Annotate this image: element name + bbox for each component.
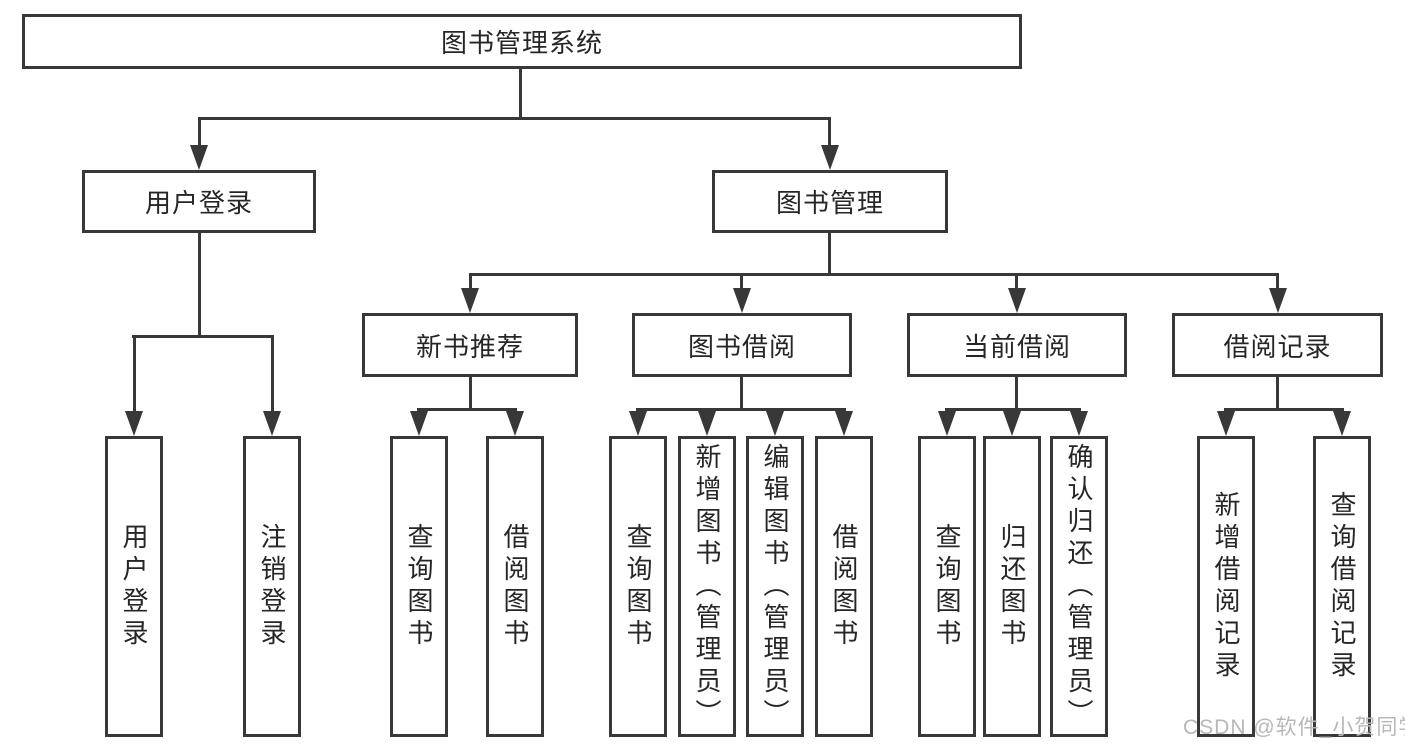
connector-line: [519, 66, 522, 117]
leaf-logout: 注销登录: [243, 436, 301, 737]
connector-line: [828, 231, 831, 273]
connector-line: [1276, 375, 1279, 408]
arrow-down-icon: [190, 145, 208, 170]
node-book-management-label: 图书管理: [775, 188, 884, 218]
leaf-logout-label: 注销登录: [257, 522, 287, 651]
arrow-down-icon: [733, 288, 751, 313]
leaf-current-return-books-label: 归还图书: [997, 522, 1027, 651]
leaf-current-confirm-return-admin-label: 确认归还（管理员）: [1064, 442, 1094, 731]
leaf-user-login: 用户登录: [105, 436, 163, 737]
leaf-user-login-label: 用户登录: [119, 522, 149, 651]
connector-line: [740, 375, 743, 408]
node-new-book-recommend-label: 新书推荐: [415, 331, 524, 362]
node-user-login-branch: 用户登录: [82, 170, 316, 233]
arrow-down-icon: [821, 145, 839, 170]
leaf-newbook-query-books: 查询图书: [390, 436, 448, 737]
leaf-borrowing-add-books-admin: 新增图书（管理员）: [678, 436, 736, 737]
node-borrow-records: 借阅记录: [1172, 313, 1383, 377]
leaf-borrowing-query-books-label: 查询图书: [623, 522, 653, 651]
leaf-borrowing-query-books: 查询图书: [609, 436, 667, 737]
connector-line: [469, 375, 472, 408]
leaf-borrowing-borrow-books: 借阅图书: [815, 436, 873, 737]
leaf-current-query-books: 查询图书: [918, 436, 976, 737]
connector-line: [198, 117, 201, 145]
arrow-down-icon: [506, 411, 524, 436]
node-borrow-records-label: 借阅记录: [1223, 331, 1332, 362]
arrow-down-icon: [461, 288, 479, 313]
leaf-records-add-record: 新增借阅记录: [1197, 436, 1255, 737]
arrow-down-icon: [835, 411, 853, 436]
leaf-borrowing-edit-books-admin: 编辑图书（管理员）: [746, 436, 804, 737]
node-root-label: 图书管理系统: [440, 28, 603, 58]
connector-line: [1015, 375, 1018, 408]
connector-line: [1276, 273, 1279, 288]
arrow-down-icon: [125, 411, 143, 436]
arrow-down-icon: [1333, 411, 1351, 436]
connector-line: [132, 335, 273, 338]
connector-line: [740, 273, 743, 288]
node-new-book-recommend: 新书推荐: [362, 313, 578, 377]
leaf-newbook-borrow-books-label: 借阅图书: [500, 522, 530, 651]
node-book-borrowing-label: 图书借阅: [687, 331, 796, 362]
node-current-borrowing-label: 当前借阅: [962, 331, 1071, 362]
connector-line: [636, 408, 846, 411]
arrow-down-icon: [698, 411, 716, 436]
connector-line: [198, 117, 831, 120]
connector-line: [271, 335, 274, 411]
connector-line: [1015, 273, 1018, 288]
leaf-borrowing-edit-books-admin-label: 编辑图书（管理员）: [760, 442, 790, 731]
leaf-records-query-record: 查询借阅记录: [1313, 436, 1371, 737]
node-root-system: 图书管理系统: [22, 14, 1022, 69]
connector-line: [1224, 408, 1344, 411]
connector-line: [469, 273, 1279, 276]
connector-line: [417, 408, 517, 411]
leaf-newbook-query-books-label: 查询图书: [404, 522, 434, 651]
node-book-management: 图书管理: [712, 170, 948, 233]
leaf-records-query-record-label: 查询借阅记录: [1327, 490, 1357, 683]
leaf-current-confirm-return-admin: 确认归还（管理员）: [1050, 436, 1108, 737]
arrow-down-icon: [1269, 288, 1287, 313]
connector-line: [828, 117, 831, 145]
arrow-down-icon: [766, 411, 784, 436]
leaf-borrowing-add-books-admin-label: 新增图书（管理员）: [692, 442, 722, 731]
arrow-down-icon: [1008, 288, 1026, 313]
leaf-current-query-books-label: 查询图书: [932, 522, 962, 651]
leaf-newbook-borrow-books: 借阅图书: [486, 436, 544, 737]
connector-line: [133, 335, 136, 411]
leaf-borrowing-borrow-books-label: 借阅图书: [829, 522, 859, 651]
connector-line: [469, 273, 472, 288]
leaf-current-return-books: 归还图书: [983, 436, 1041, 737]
node-book-borrowing: 图书借阅: [632, 313, 852, 377]
arrow-down-icon: [410, 411, 428, 436]
arrow-down-icon: [1003, 411, 1021, 436]
arrow-down-icon: [629, 411, 647, 436]
arrow-down-icon: [938, 411, 956, 436]
arrow-down-icon: [1217, 411, 1235, 436]
node-current-borrowing: 当前借阅: [907, 313, 1127, 377]
arrow-down-icon: [263, 411, 281, 436]
leaf-records-add-record-label: 新增借阅记录: [1211, 490, 1241, 683]
connector-line: [198, 231, 201, 335]
arrow-down-icon: [1070, 411, 1088, 436]
watermark: CSDN @软件_小贺同学: [1183, 716, 1405, 739]
node-user-login-branch-label: 用户登录: [144, 188, 253, 218]
